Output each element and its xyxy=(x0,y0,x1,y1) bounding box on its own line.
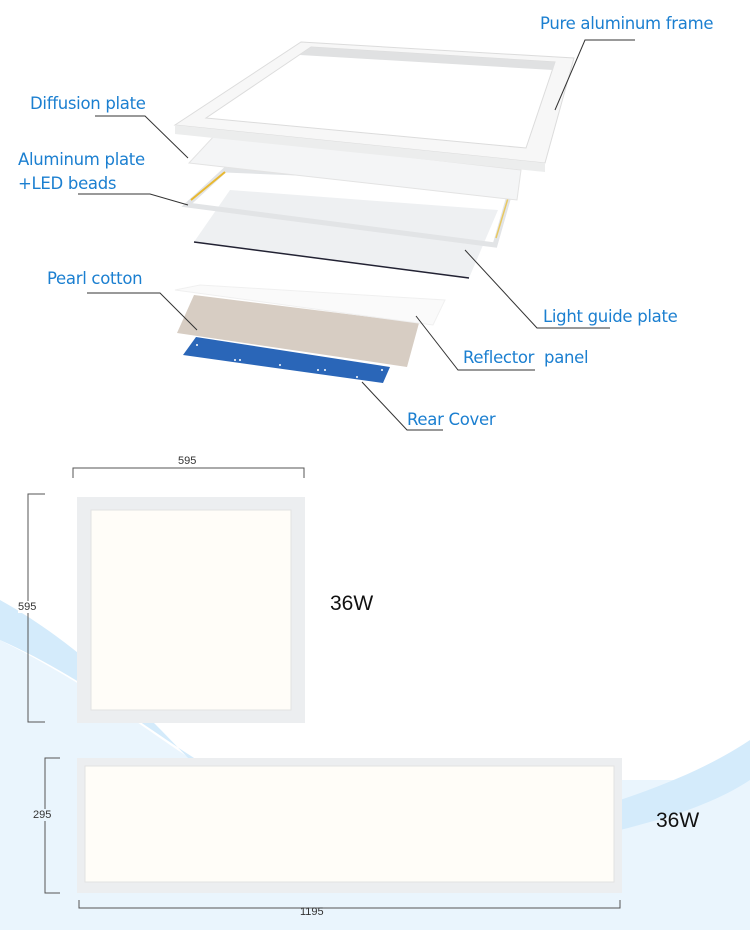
rect-height-label: 295 xyxy=(33,809,52,821)
light-guide-plate xyxy=(194,190,498,278)
rect-width-dimension xyxy=(78,900,621,909)
label-frame: Pure aluminum frame xyxy=(540,14,714,33)
square-power-label: 36W xyxy=(330,592,374,615)
leader-lines xyxy=(78,39,635,431)
rect-power-label: 36W xyxy=(656,809,700,832)
rect-height-dimension xyxy=(44,757,60,894)
square-height-label: 595 xyxy=(18,601,37,613)
label-pearl-cotton: Pearl cotton xyxy=(47,269,143,288)
pearl-cotton xyxy=(177,295,419,367)
rect-panel-surface xyxy=(84,765,615,883)
label-light-guide: Light guide plate xyxy=(543,307,678,326)
square-width-label: 595 xyxy=(178,455,197,467)
label-reflector: Reflector panel xyxy=(463,348,589,367)
square-width-dimension xyxy=(72,467,305,478)
label-rear-cover: Rear Cover xyxy=(407,410,496,429)
rear-cover xyxy=(183,337,390,383)
reflector-panel xyxy=(174,284,446,326)
label-aluminum-plate: Aluminum plate xyxy=(18,150,145,169)
rect-width-label: 1195 xyxy=(300,906,324,918)
label-led-beads: +LED beads xyxy=(18,174,117,193)
square-panel-surface xyxy=(90,509,292,711)
label-diffusion: Diffusion plate xyxy=(30,94,146,113)
